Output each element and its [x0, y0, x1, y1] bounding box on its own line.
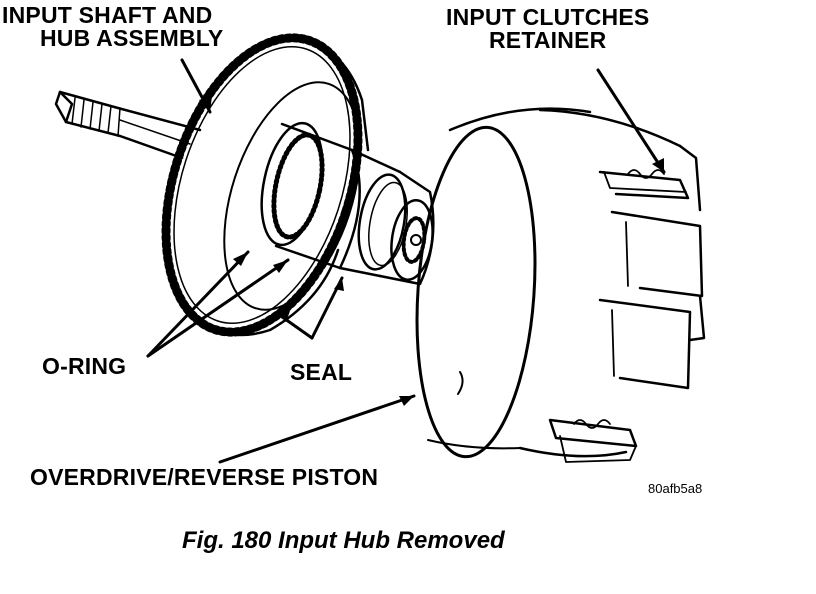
arrowheads — [199, 96, 664, 406]
label-input-clutches-retainer: INPUT CLUTCHES RETAINER — [446, 4, 650, 54]
label-input-shaft-and-hub-assembly: INPUT SHAFT AND HUB ASSEMBLY — [2, 2, 224, 52]
label-seal: SEAL — [290, 359, 353, 385]
input-shaft — [54, 90, 202, 160]
label-o-ring: O-RING — [42, 353, 127, 379]
label-overdrive-reverse-piston: OVERDRIVE/REVERSE PISTON — [30, 464, 379, 490]
label-input-clutches-line2: RETAINER — [488, 27, 607, 54]
label-input-clutches-line1: INPUT CLUTCHES — [446, 4, 650, 30]
input-clutches-retainer — [518, 108, 706, 463]
figure-code: 80afb5a8 — [648, 481, 703, 496]
label-input-shaft-line2: HUB ASSEMBLY — [40, 25, 224, 52]
overdrive-reverse-piston — [415, 107, 592, 459]
figure-caption: Fig. 180 Input Hub Removed — [182, 527, 505, 554]
label-input-shaft-line1: INPUT SHAFT AND — [2, 2, 213, 28]
hub-flange-tone-wheel — [161, 33, 370, 337]
